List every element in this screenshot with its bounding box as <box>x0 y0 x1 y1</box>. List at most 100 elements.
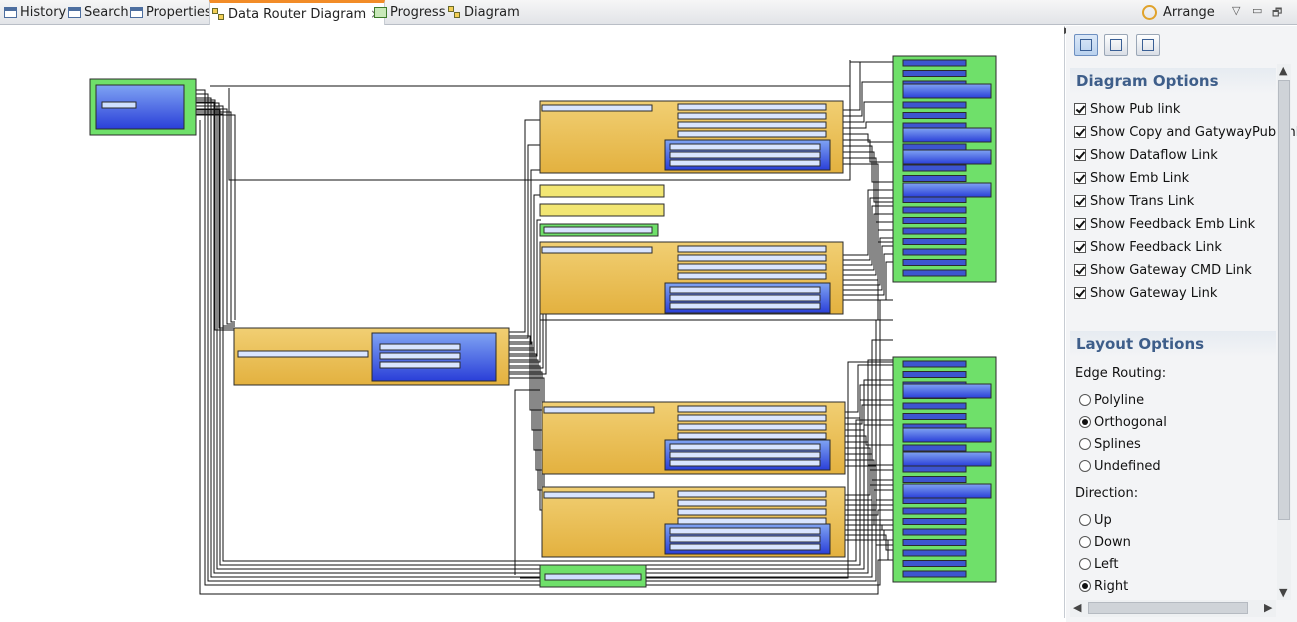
tab-history[interactable]: History <box>4 0 66 25</box>
blue-node <box>902 182 992 198</box>
edge-line <box>843 133 893 143</box>
port-row <box>677 112 827 120</box>
tab-label: Diagram <box>464 5 520 20</box>
diagram-icon <box>212 7 225 21</box>
properties-icon <box>130 7 143 18</box>
checkbox-icon <box>1074 103 1086 115</box>
edge-routing-undefined-radio[interactable]: Undefined <box>1079 456 1161 476</box>
port-row <box>902 175 967 182</box>
radio-icon <box>1079 536 1091 548</box>
edge-line <box>520 361 893 579</box>
edge-line <box>196 111 235 323</box>
show-emb-link-checkbox[interactable]: Show Emb Link <box>1074 168 1189 188</box>
edge-line <box>843 151 893 203</box>
checkbox-label: Show Copy and GatywayPub link <box>1090 124 1297 140</box>
scroll-thumb[interactable] <box>1088 602 1248 614</box>
port-row <box>677 103 827 111</box>
arrange-button[interactable]: Arrange <box>1142 0 1215 25</box>
edge-line <box>843 261 893 301</box>
checkbox-label: Show Gateway CMD Link <box>1090 262 1252 278</box>
show-gateway-cmd-link-checkbox[interactable]: Show Gateway CMD Link <box>1074 260 1252 280</box>
checkbox-icon <box>1074 264 1086 276</box>
diagram-canvas[interactable] <box>0 26 1065 618</box>
tab-search[interactable]: Search <box>68 0 129 25</box>
blue-node <box>902 451 992 467</box>
port-row <box>544 573 642 581</box>
actual-size-button[interactable] <box>1136 34 1160 56</box>
show-gateway-link-checkbox[interactable]: Show Gateway Link <box>1074 283 1217 303</box>
show-trans-link-checkbox[interactable]: Show Trans Link <box>1074 191 1194 211</box>
panel-vertical-scrollbar[interactable]: ▲ ▼ <box>1277 64 1291 600</box>
view-menu-icon[interactable]: ▽ <box>1232 4 1241 17</box>
edge-line <box>843 404 893 425</box>
checkbox-icon <box>1074 126 1086 138</box>
port-row <box>677 517 827 525</box>
radio-icon <box>1079 460 1091 472</box>
show-feedback-link-checkbox[interactable]: Show Feedback Link <box>1074 237 1222 257</box>
edge-line <box>843 424 893 431</box>
edge-line <box>843 139 893 163</box>
diagram-options-header: Diagram Options <box>1070 68 1276 94</box>
tab-progress[interactable]: Progress <box>374 0 445 25</box>
radio-label: Left <box>1094 556 1119 572</box>
show-dataflow-link-checkbox[interactable]: Show Dataflow Link <box>1074 145 1218 165</box>
port-row <box>902 465 967 473</box>
direction-right-radio[interactable]: Right <box>1079 576 1128 596</box>
tab-label: Data Router Diagram <box>228 6 367 22</box>
scroll-left-icon[interactable]: ◀ <box>1073 601 1082 614</box>
radio-label: Right <box>1094 578 1129 594</box>
edge-routing-splines-radio[interactable]: Splines <box>1079 434 1141 454</box>
show-feedback-emb-link-checkbox[interactable]: Show Feedback Emb Link <box>1074 214 1255 234</box>
checkbox-label: Show Gateway Link <box>1090 285 1218 301</box>
options-panel: Diagram Options Show Pub link Show Copy … <box>1066 26 1297 622</box>
port-row <box>902 402 967 410</box>
port-row <box>902 507 967 515</box>
edge-routing-orthogonal-radio[interactable]: Orthogonal <box>1079 412 1167 432</box>
direction-up-radio[interactable]: Up <box>1079 510 1112 530</box>
arrange-icon <box>1142 5 1157 20</box>
edge-line <box>514 389 540 575</box>
port-row <box>902 269 967 277</box>
port-row <box>902 259 967 266</box>
port-row <box>902 101 967 109</box>
edge-line <box>196 105 235 327</box>
radio-label: Splines <box>1094 436 1141 452</box>
edge-routing-polyline-radio[interactable]: Polyline <box>1079 390 1144 410</box>
edge-line <box>196 114 236 320</box>
fit-to-screen-button[interactable] <box>1074 34 1098 56</box>
checkbox-label: Show Trans Link <box>1090 193 1195 209</box>
panel-horizontal-scrollbar[interactable]: ◀ ▶ <box>1070 600 1276 617</box>
port-row <box>379 352 461 360</box>
radio-label: Down <box>1094 534 1131 550</box>
port-row <box>669 143 821 151</box>
direction-down-radio[interactable]: Down <box>1079 532 1131 552</box>
radio-icon <box>1079 580 1091 592</box>
overlap-button[interactable] <box>1104 34 1128 56</box>
show-copy-gatewaypub-link-checkbox[interactable]: Show Copy and GatywayPub link <box>1074 122 1297 142</box>
checkbox-icon <box>1074 195 1086 207</box>
direction-label: Direction: <box>1075 486 1139 501</box>
tab-diagram[interactable]: Diagram <box>448 0 520 25</box>
minimize-icon[interactable]: ▭ <box>1252 4 1263 17</box>
port-row <box>669 286 821 294</box>
port-row <box>677 405 827 413</box>
view-icon <box>4 7 17 18</box>
restore-icon[interactable]: 🗗 <box>1272 6 1283 19</box>
scroll-down-icon[interactable]: ▼ <box>1279 586 1288 599</box>
edge-line <box>196 99 235 331</box>
edge-line <box>843 465 893 546</box>
arrange-label: Arrange <box>1163 5 1215 20</box>
port-row <box>902 112 967 119</box>
scroll-thumb[interactable] <box>1278 80 1290 520</box>
scroll-right-icon[interactable]: ▶ <box>1264 601 1273 614</box>
port-row <box>902 143 967 151</box>
tab-data-router-diagram[interactable]: Data Router Diagram × <box>209 0 386 25</box>
port-row <box>677 423 827 431</box>
checkbox-icon <box>1074 149 1086 161</box>
tab-properties[interactable]: Properties <box>130 0 212 25</box>
data-router-diagram[interactable] <box>0 26 1064 618</box>
scroll-up-icon[interactable]: ▲ <box>1279 64 1288 77</box>
show-pub-link-checkbox[interactable]: Show Pub link <box>1074 99 1180 119</box>
direction-left-radio[interactable]: Left <box>1079 554 1118 574</box>
blue-node <box>902 83 992 99</box>
